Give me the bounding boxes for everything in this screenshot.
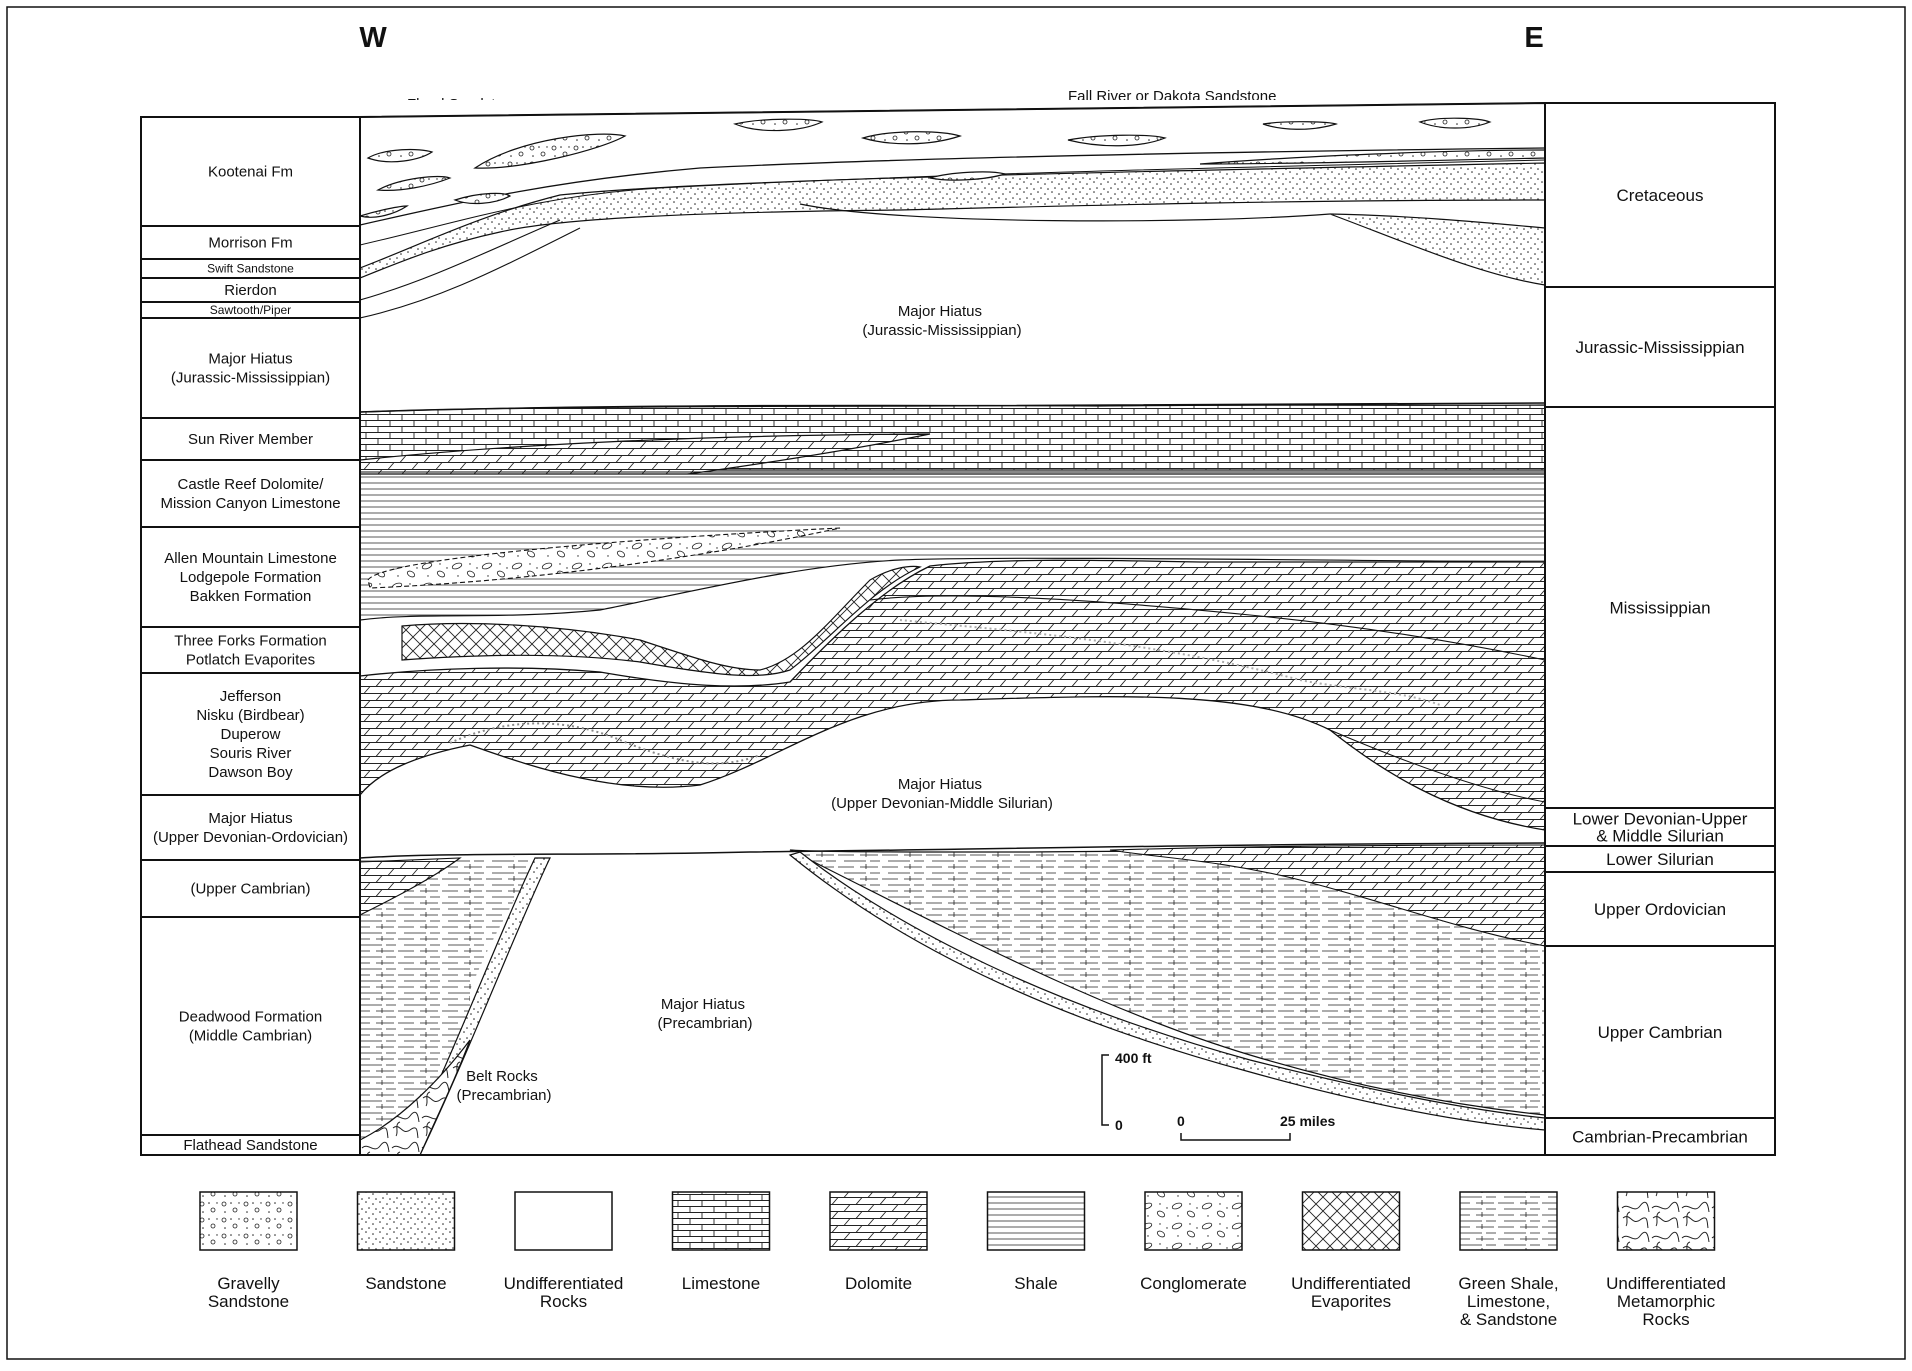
legend-swatch [200,1192,297,1250]
formation-cell: Sun River Member [141,418,360,460]
formation-cell: Rierdon [141,278,360,302]
formation-label: (Upper Cambrian) [190,881,310,898]
period-cell: Lower Devonian-Upper& Middle Silurian [1545,808,1775,846]
legend-swatch [358,1192,455,1250]
period-label: Mississippian [1609,599,1710,618]
period-cell: Cretaceous [1545,103,1775,287]
formation-cell: Major Hiatus(Jurassic-Mississippian) [141,318,360,418]
cross-section-body [360,100,1545,1155]
formation-label: Sun River Member [188,431,313,448]
formation-cell: Morrison Fm [141,226,360,259]
formation-label: Deadwood Formation(Middle Cambrian) [179,1009,322,1045]
legend-swatch [988,1192,1085,1250]
formation-cell: Swift Sandstone [141,259,360,278]
scale-vertical-bottom: 0 [1115,1117,1123,1133]
formation-label: Castle Reef Dolomite/Mission Canyon Lime… [160,476,340,512]
legend-item-green-shale: Green Shale,Limestone,& Sandstone [1458,1192,1558,1329]
formation-label: Rierdon [224,282,277,299]
formation-cell: Deadwood Formation(Middle Cambrian) [141,917,360,1135]
legend-swatch [515,1192,612,1250]
period-label: Upper Cambrian [1598,1023,1723,1042]
legend-item-dolomite: Dolomite [830,1192,927,1293]
period-column: CretaceousJurassic-MississippianMississi… [1545,103,1775,1155]
period-label: Lower Devonian-Upper& Middle Silurian [1573,810,1748,846]
formation-label: Swift Sandstone [207,262,294,276]
formation-label: Kootenai Fm [208,164,293,181]
period-label: Upper Ordovician [1594,900,1726,919]
period-label: Cretaceous [1617,186,1704,205]
legend-item-conglomerate: Conglomerate [1140,1192,1247,1293]
legend-label: Conglomerate [1140,1274,1247,1293]
formation-label: Morrison Fm [208,235,292,252]
formation-label: Sawtooth/Piper [210,303,291,317]
scale-vertical-top: 400 ft [1115,1050,1152,1066]
scale-horizontal-end: 25 miles [1280,1113,1335,1129]
legend-item-shale: Shale [988,1192,1085,1293]
period-cell: Upper Ordovician [1545,872,1775,946]
period-cell: Cambrian-Precambrian [1545,1118,1775,1155]
legend-swatch [1618,1192,1715,1250]
legend-item-sandstone: Sandstone [358,1192,455,1293]
legend-label: Green Shale,Limestone,& Sandstone [1458,1274,1558,1329]
formation-cell: (Upper Cambrian) [141,860,360,917]
legend-item-limestone: Limestone [673,1192,770,1293]
legend-swatch [1460,1192,1557,1250]
west-label: W [359,22,387,54]
period-cell: Upper Cambrian [1545,946,1775,1118]
scale-horizontal-start: 0 [1177,1113,1185,1129]
period-cell: Jurassic-Mississippian [1545,287,1775,407]
formation-label: Major Hiatus(Upper Devonian-Ordovician) [153,810,348,846]
formation-cell: Kootenai Fm [141,117,360,226]
formation-cell: Sawtooth/Piper [141,302,360,318]
period-label: Lower Silurian [1606,850,1714,869]
legend-swatch [673,1192,770,1250]
legend-label: Limestone [682,1274,760,1293]
legend-label: Shale [1014,1274,1057,1293]
formation-column: Kootenai Fm Morrison Fm Swift SandstoneRie… [141,117,360,1155]
period-cell: Mississippian [1545,407,1775,808]
formation-cell: Castle Reef Dolomite/Mission Canyon Lime… [141,460,360,527]
legend-label: Dolomite [845,1274,912,1293]
period-label: Cambrian-Precambrian [1572,1128,1748,1147]
east-label: E [1524,22,1543,54]
legend-swatch [1145,1192,1242,1250]
legend-label: Sandstone [365,1274,446,1293]
formation-cell: Major Hiatus(Upper Devonian-Ordovician) [141,795,360,860]
legend-swatch [1303,1192,1400,1250]
legend-swatch [830,1192,927,1250]
period-label: Jurassic-Mississippian [1575,338,1744,357]
formation-label: Major Hiatus(Jurassic-Mississippian) [171,351,330,387]
formation-cell: Flathead Sandstone [141,1135,360,1155]
period-cell: Lower Silurian [1545,846,1775,872]
formation-label: Flathead Sandstone [183,1137,317,1154]
